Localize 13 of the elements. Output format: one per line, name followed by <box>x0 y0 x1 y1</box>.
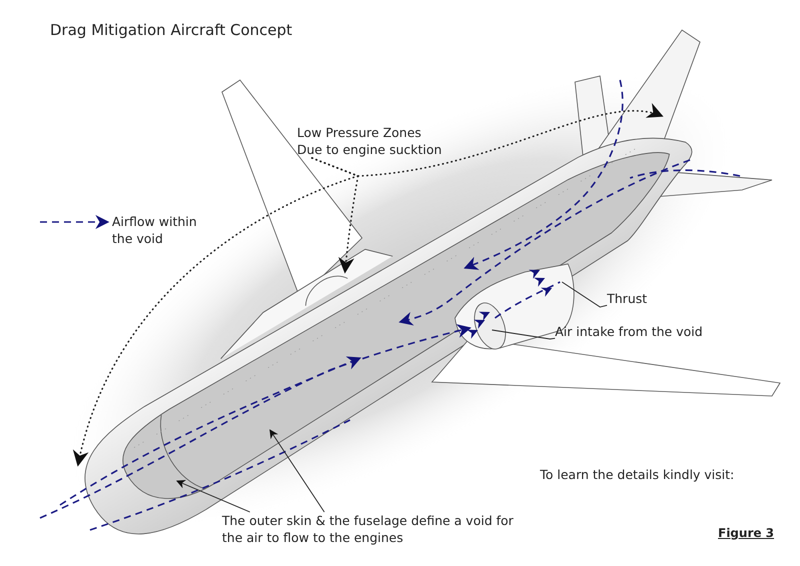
dotted-arrow <box>311 104 664 177</box>
arrow <box>176 480 250 512</box>
callout-text: Air intake from the void <box>555 323 703 340</box>
leader-line <box>492 330 556 340</box>
diagram-title: Drag Mitigation Aircraft Concept <box>50 22 292 39</box>
leader-line <box>562 282 608 308</box>
legend-label: Airflow within the void <box>112 213 198 247</box>
figure-label: Figure 3 <box>718 525 774 542</box>
note-text: To learn the details kindly visit: <box>540 466 734 483</box>
callout-text: Low Pressure Zones Due to engine sucktion <box>297 124 447 158</box>
callout-text: The outer skin & the fuselage define a void for the air to flow to the engines <box>222 512 532 546</box>
arrow <box>270 429 325 512</box>
callout-text: Thrust <box>607 290 648 307</box>
